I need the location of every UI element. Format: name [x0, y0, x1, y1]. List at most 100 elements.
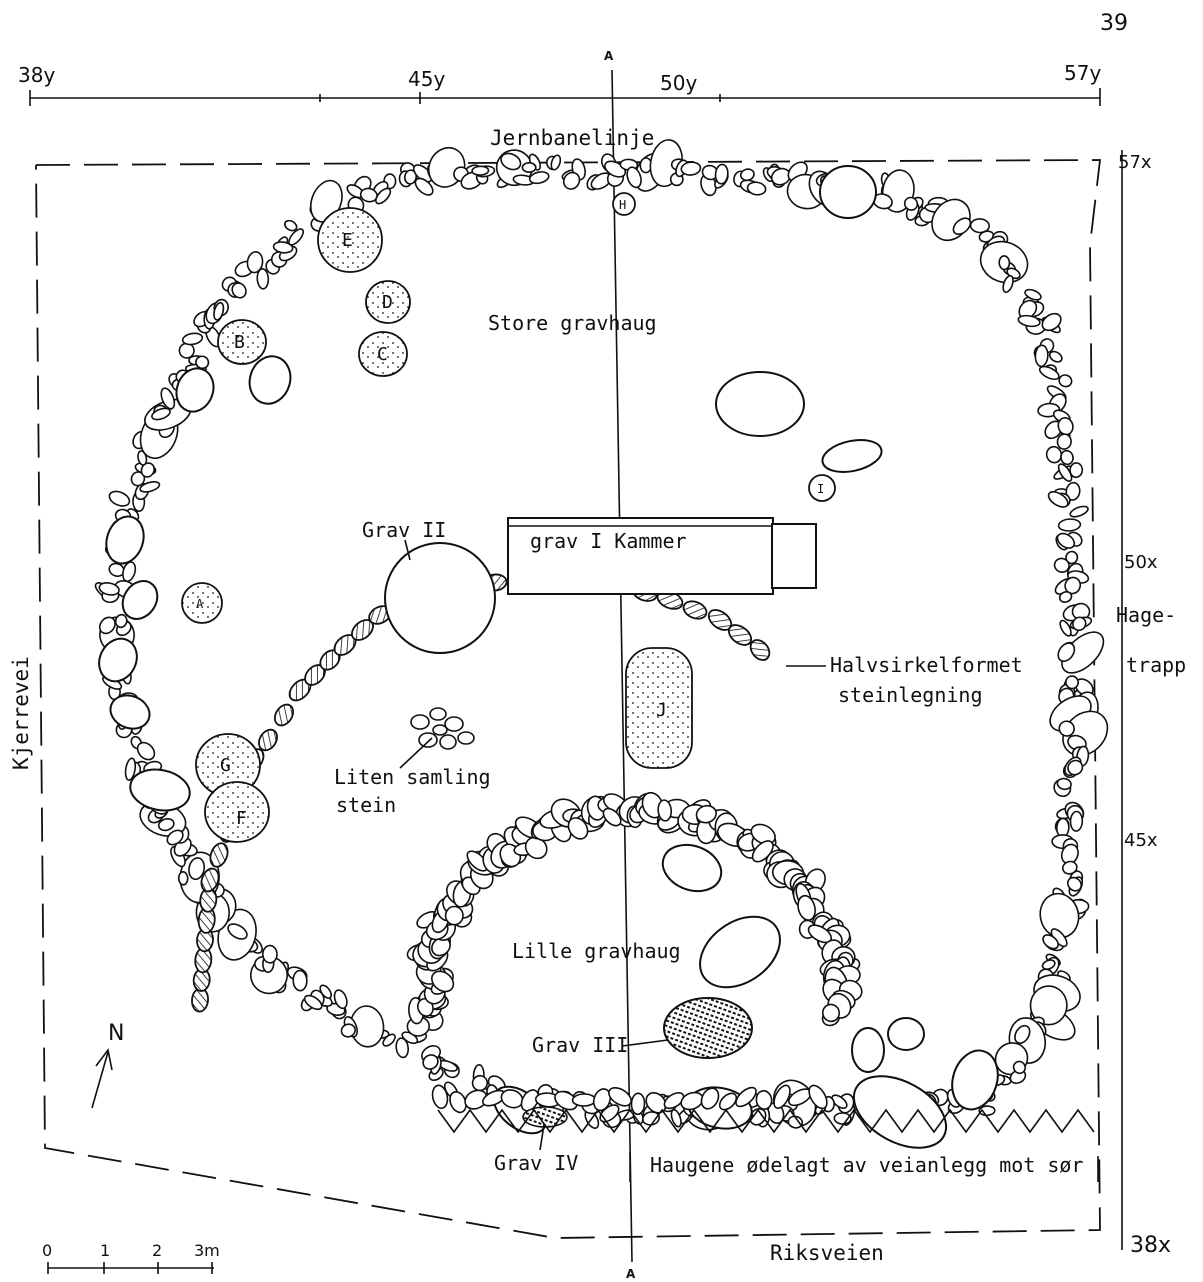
stone	[951, 1049, 999, 1111]
stone	[852, 1075, 948, 1149]
stone	[1065, 675, 1079, 690]
stone	[998, 255, 1011, 271]
stone	[1041, 312, 1062, 332]
stone	[1047, 491, 1069, 508]
stone	[1038, 365, 1060, 381]
stone	[727, 624, 753, 646]
stone	[1042, 934, 1059, 950]
stone	[1056, 777, 1072, 791]
stone	[181, 332, 204, 346]
stone	[831, 1094, 848, 1109]
stone	[464, 1089, 488, 1110]
stone	[1060, 449, 1074, 466]
grave-2-label: Grav II	[362, 518, 446, 542]
stone	[1069, 810, 1084, 832]
stone	[746, 181, 767, 196]
stone	[521, 162, 537, 174]
stone	[122, 561, 137, 583]
grave-1-chamber: grav I Kammer	[507, 517, 817, 595]
stone	[1066, 876, 1083, 892]
svg-text:steinlegning: steinlegning	[838, 683, 983, 707]
stone	[626, 166, 642, 189]
svg-text:E: E	[342, 230, 353, 251]
section-label-bottom: A	[626, 1267, 636, 1281]
stone	[209, 842, 229, 868]
road-edge-zigzag	[437, 1108, 1095, 1134]
stone	[109, 694, 151, 730]
grave-4: Grav IV	[494, 1106, 578, 1175]
stone	[231, 282, 247, 299]
stone	[1053, 557, 1070, 573]
svg-text:J: J	[656, 700, 667, 721]
border-south: Riksveien	[770, 1241, 884, 1265]
section-label-top: A	[604, 49, 614, 63]
stone	[520, 1089, 540, 1112]
stone	[395, 1037, 409, 1059]
stone	[1002, 274, 1014, 294]
stone	[471, 165, 490, 176]
tick-50x: 50x	[1124, 552, 1158, 573]
svg-text:D: D	[382, 292, 393, 313]
svg-text:C: C	[377, 344, 388, 365]
grave-3: Grav III	[532, 997, 753, 1059]
grave-4-label: Grav IV	[494, 1151, 578, 1175]
stone	[283, 219, 298, 232]
large-mound-label: Store gravhaug	[488, 311, 657, 335]
tick-57y: 57y	[1064, 61, 1101, 85]
svg-text:2: 2	[152, 1241, 162, 1260]
stone	[554, 1090, 578, 1111]
stone	[256, 268, 270, 290]
stone	[1057, 642, 1076, 663]
stone	[124, 757, 137, 781]
svg-text:stein: stein	[336, 793, 396, 817]
stone	[1048, 350, 1063, 363]
stone	[98, 582, 120, 596]
stone	[567, 817, 589, 840]
svg-text:3m: 3m	[194, 1241, 220, 1260]
stone	[136, 741, 156, 761]
small-mound-ring	[406, 791, 863, 1116]
stone	[98, 637, 138, 683]
stone	[273, 703, 295, 727]
tick-38x: 38x	[1130, 1233, 1171, 1258]
stone	[422, 1054, 439, 1070]
stone	[695, 804, 717, 824]
tick-50y: 50y	[660, 71, 697, 95]
stone	[1012, 1060, 1026, 1075]
svg-text:F: F	[236, 808, 247, 829]
stone	[1014, 1024, 1031, 1044]
stone	[303, 994, 323, 1011]
stone	[333, 989, 348, 1010]
stone	[1065, 550, 1079, 565]
stone	[121, 580, 159, 620]
stone	[1057, 463, 1073, 482]
stone	[750, 823, 776, 845]
svg-text:G: G	[220, 755, 231, 776]
svg-text:Liten samling: Liten samling	[334, 765, 491, 789]
loose-stones	[661, 165, 925, 1073]
stone	[340, 1023, 356, 1038]
stone	[160, 387, 176, 410]
marker-A: A	[181, 582, 223, 624]
stone	[248, 355, 292, 405]
stone	[602, 807, 622, 827]
stone	[1059, 619, 1072, 637]
stone	[177, 871, 189, 886]
top-axis: 38y 45y 50y 57y	[18, 61, 1101, 106]
stone	[787, 1115, 804, 1129]
tick-45x: 45x	[1124, 830, 1158, 851]
page-number: 39	[1100, 11, 1128, 36]
stone	[188, 857, 206, 881]
stone	[978, 1105, 996, 1117]
stone	[821, 1003, 841, 1023]
large-mound-ring	[94, 139, 1109, 1149]
svg-text:0: 0	[42, 1241, 52, 1260]
stone	[528, 171, 550, 185]
stone	[213, 301, 225, 321]
right-axis: 57x 50x 45x 38x	[1118, 150, 1171, 1258]
stone	[114, 613, 128, 629]
tick-45y: 45y	[408, 67, 445, 91]
stone	[431, 970, 455, 993]
stone	[140, 462, 155, 478]
stone	[444, 905, 464, 926]
